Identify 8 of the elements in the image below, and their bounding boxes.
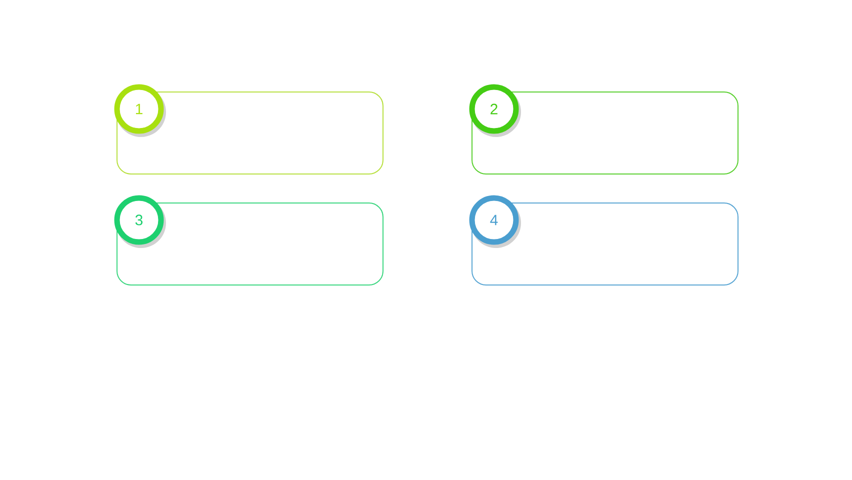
rounded-box [116,202,384,286]
rounded-box [472,202,738,286]
number-badge: 4 [469,195,519,245]
number-badge: 1 [114,84,164,134]
rounded-box [472,92,738,174]
number-badge: 3 [114,195,164,245]
rounded-box [116,92,384,174]
number-badge: 2 [469,84,519,134]
